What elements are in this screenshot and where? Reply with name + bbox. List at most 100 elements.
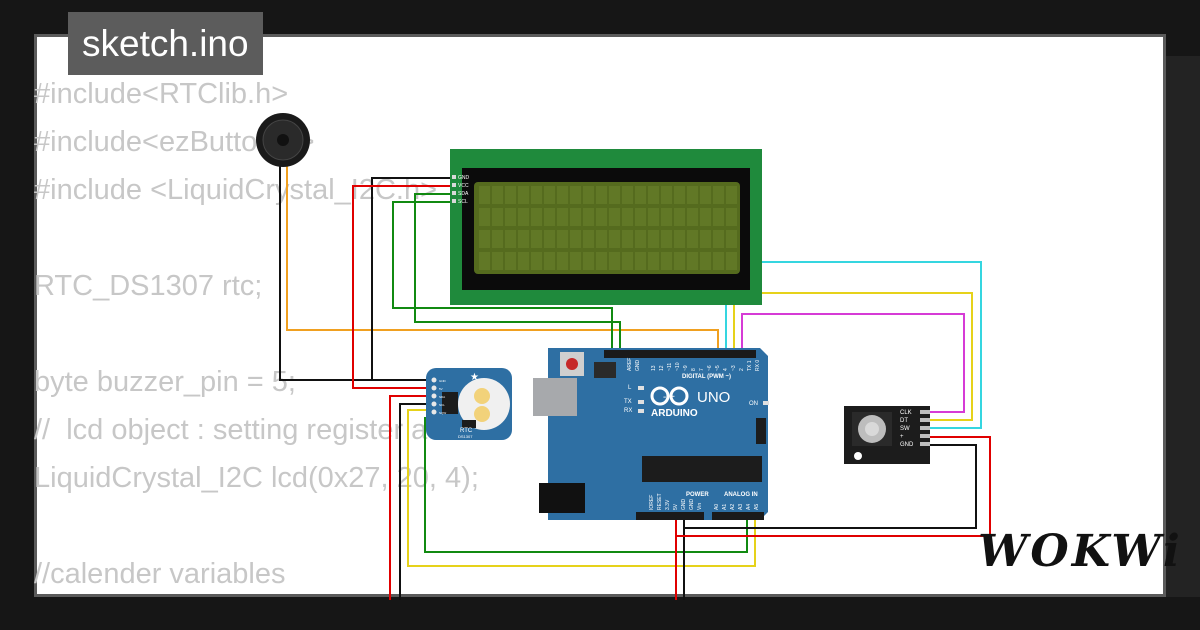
lcd-cell [700,208,711,226]
lcd-cell [713,186,724,204]
rtc-pin-label: 5V [439,387,443,391]
wire-rtc-sda [407,409,756,567]
power-pin-label: 3.3V [665,499,671,510]
lcd-cell [479,252,490,270]
lcd-cell [479,186,490,204]
lcd-cell [687,186,698,204]
lcd-cell [557,252,568,270]
digital-header-label: DIGITAL (PWM ~) [682,374,731,380]
power-pin-label: RESET [657,493,663,510]
lcd-cell [635,186,646,204]
lcd-cell [661,252,672,270]
analog-pin-label: A0 [714,504,720,510]
icsp-header [594,362,616,378]
power-pin-label: Vin [697,503,703,510]
rtc-pin-label: SDA [439,395,445,399]
on-led-label: ON [749,401,758,407]
lcd-cell [518,208,529,226]
lcd-cell [596,252,607,270]
code-line: #include<RTClib.h> [34,78,289,110]
lcd-cell [518,186,529,204]
lcd-cell [661,230,672,248]
rtc-pin [431,401,437,407]
lcd-cell [609,252,620,270]
power-pin-label: GND [681,499,687,511]
lcd-pin [452,191,456,195]
lcd-cell [674,186,685,204]
arduino-logo-icon [650,386,689,406]
lcd-cell [726,230,737,248]
rtc-pin-label: SCL [439,403,445,407]
digital-pin-label: ~11 [667,363,673,371]
buzzer[interactable] [256,113,310,167]
arduino-uno[interactable]: - + UNO ARDUINO DIGITAL (PWM ~) ON L TX … [533,348,769,520]
lcd-pin [452,183,456,187]
lcd-cell [505,208,516,226]
code-line: #include <LiquidCrystal_I2C.h> [34,174,438,206]
analog-pin-label: A4 [746,504,752,510]
code-line: // lcd object : setting register add [34,414,460,446]
l-led-label: L [628,385,632,391]
lcd-cell [544,230,555,248]
digital-header [604,350,756,358]
lcd-cell [648,230,659,248]
lcd-cell [700,230,711,248]
lcd-cell [583,230,594,248]
lcd-cell [492,186,503,204]
rtc-pin-label: SQW [439,411,446,415]
aref-label: AREF [627,358,633,371]
digital-pin-label: ~10 [675,362,681,371]
lcd-cell [648,186,659,204]
rtc-label: RTC [460,428,473,434]
power-header-strip [636,512,704,520]
background-stripe [1166,56,1200,597]
digital-pin-label: ~5 [715,365,721,371]
lcd-cell [531,208,542,226]
lcd-cell [531,230,542,248]
lcd-cell [674,230,685,248]
digital-pin-label: TX 1 [747,360,753,371]
lcd-cell [635,230,646,248]
wire-rtc-gnd [399,403,432,600]
lcd-cell [570,208,581,226]
power-header-label: POWER [686,492,709,498]
power-jack [539,483,585,513]
lcd-pin-label: SCL [458,199,468,205]
tx-led-label: TX [624,399,632,405]
lcd-cell [505,230,516,248]
lcd-cell [687,252,698,270]
lcd-cell [505,186,516,204]
lcd-cell [479,230,490,248]
power-pin-label: GND [689,499,695,511]
lcd-cell [531,186,542,204]
lcd-cell [622,230,633,248]
digital-pin-label: ~9 [683,365,689,371]
lcd-cell [622,252,633,270]
code-line: byte buzzer_pin = 5; [34,366,296,398]
rx-led-label: RX [624,408,632,414]
code-line: LiquidCrystal_I2C lcd(0x27, 20, 4); [34,462,479,494]
wire-rtc-5v [389,395,432,600]
lcd-cell [531,252,542,270]
usb-port [533,378,577,416]
lcd-cell [583,252,594,270]
analog-header-label: ANALOG IN [724,492,758,498]
lcd-cell [609,208,620,226]
lcd-cell [635,208,646,226]
lcd-pin-label: VCC [458,183,469,189]
lcd-cell [726,252,737,270]
digital-pin-label: 8 [691,368,697,371]
analog-pin-label: A3 [738,504,744,510]
analog-pin-label: A2 [730,504,736,510]
power-pin-label: IOREF [649,495,655,510]
lcd-cell [687,230,698,248]
lcd-cell [492,230,503,248]
